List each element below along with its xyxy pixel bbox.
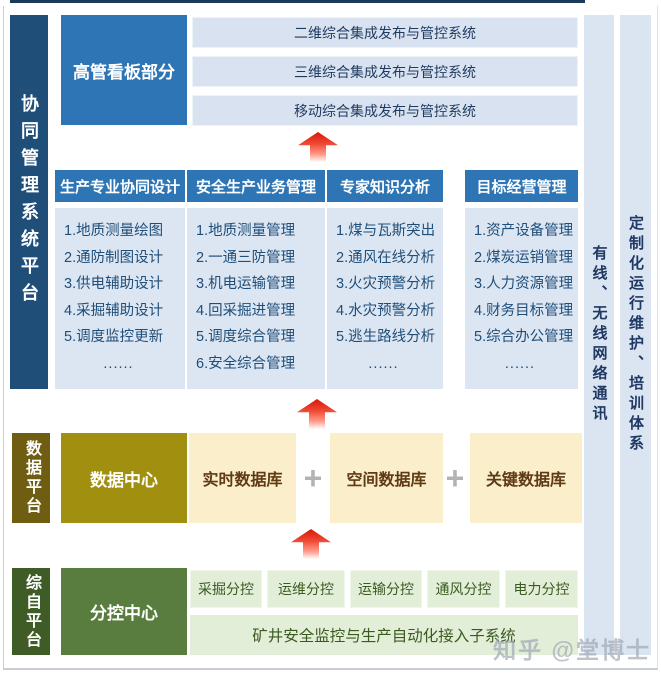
list-item: 3.机电运输管理 (196, 276, 296, 293)
side-label-auto-platform: 综自平台 (12, 568, 50, 655)
list-item: 6.安全综合管理 (196, 355, 296, 372)
frame-right-border (657, 6, 658, 669)
subctrl-ventilation: 通风分控 (427, 570, 500, 608)
list-item: 2.煤炭运销管理 (474, 249, 574, 266)
executive-dashboard-box: 高管看板部分 (61, 15, 187, 125)
column-list-design: 1.地质测量绘图 2.通防制图设计 3.供电辅助设计 4.采掘辅助设计 5.调度… (55, 208, 185, 389)
column-list-safety: 1.地质测量管理 2.一通三防管理 3.机电运输管理 4.回采掘进管理 5.调度… (187, 208, 325, 389)
column-list-expert: 1.煤与瓦斯突出 2.通风在线分析 3.火灾预警分析 4.水灾预警分析 5.逃生… (327, 208, 443, 389)
system-bar-2d: 二维综合集成发布与管控系统 (192, 17, 578, 48)
subctrl-power: 电力分控 (505, 570, 578, 608)
list-item: 2.通风在线分析 (336, 249, 436, 266)
list-item: 4.财务目标管理 (474, 302, 574, 319)
frame-bottom-border (3, 668, 658, 670)
list-item: 1.资产设备管理 (474, 223, 574, 240)
list-item: 3.火灾预警分析 (336, 276, 436, 293)
sub-control-center-box: 分控中心 (61, 568, 187, 655)
right-bar-network: 有线、无线网络通讯 (584, 15, 614, 655)
side-label-data-platform: 数据平台 (12, 433, 50, 523)
plus-icon: + (445, 459, 465, 496)
column-header-safety: 安全生产业务管理 (187, 170, 325, 202)
list-item: 5.逃生路线分析 (336, 329, 436, 346)
system-bar-mobile: 移动综合集成发布与管控系统 (192, 95, 578, 126)
subctrl-mining: 采掘分控 (190, 570, 262, 608)
system-bar-3d: 三维综合集成发布与管控系统 (192, 56, 578, 87)
list-item-ellipsis: ...... (103, 355, 134, 372)
side-label-collab-platform: 协同管理系统平台 (10, 15, 48, 389)
subctrl-maintenance: 运维分控 (267, 570, 345, 608)
list-item: 3.人力资源管理 (474, 276, 574, 293)
list-item: 4.采掘辅助设计 (64, 302, 164, 319)
mine-safety-access-bar: 矿井安全监控与生产自动化接入子系统 (190, 615, 578, 655)
list-item: 3.供电辅助设计 (64, 276, 164, 293)
up-arrow-icon (298, 132, 338, 162)
list-item: 5.调度监控更新 (64, 329, 164, 346)
list-item-ellipsis: ...... (368, 355, 399, 372)
db-realtime: 实时数据库 (189, 433, 296, 523)
column-header-design: 生产专业协同设计 (55, 170, 185, 202)
list-item: 4.水灾预警分析 (336, 302, 436, 319)
subctrl-transport: 运输分控 (350, 570, 422, 608)
column-list-operation: 1.资产设备管理 2.煤炭运销管理 3.人力资源管理 4.财务目标管理 5.综合… (465, 208, 578, 389)
list-item-ellipsis: ...... (504, 355, 536, 372)
column-header-operation: 目标经营管理 (465, 170, 578, 202)
list-item: 1.地质测量绘图 (64, 223, 164, 240)
db-key: 关键数据库 (470, 433, 582, 523)
list-item: 1.煤与瓦斯突出 (336, 223, 436, 240)
top-accent-line (10, 0, 585, 3)
list-item: 4.回采掘进管理 (196, 302, 296, 319)
plus-icon: + (303, 459, 323, 496)
list-item: 2.一通三防管理 (196, 249, 296, 266)
list-item: 1.地质测量管理 (196, 223, 296, 240)
data-center-box: 数据中心 (61, 433, 187, 523)
list-item: 5.综合办公管理 (474, 329, 574, 346)
list-item: 5.调度综合管理 (196, 329, 296, 346)
right-bar-maintenance: 定制化运行维护、培训体系 (620, 15, 651, 655)
watermark: 知乎 @堂博士 (493, 637, 651, 663)
up-arrow-icon (291, 529, 331, 559)
up-arrow-icon (297, 399, 337, 429)
column-header-expert: 专家知识分析 (327, 170, 443, 202)
db-spatial: 空间数据库 (330, 433, 443, 523)
frame-left-border (3, 6, 4, 669)
list-item: 2.通防制图设计 (64, 249, 164, 266)
